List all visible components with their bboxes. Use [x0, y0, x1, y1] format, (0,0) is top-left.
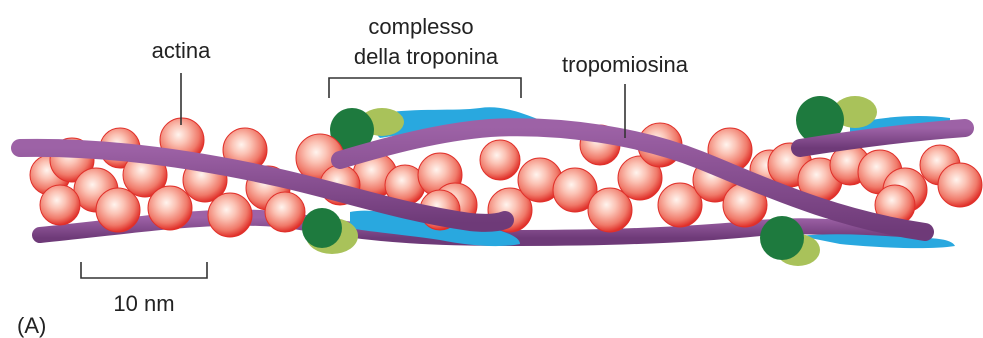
actin-monomer	[96, 188, 140, 232]
label-tropomiosina: tropomiosina	[562, 52, 689, 77]
actin-monomer	[480, 140, 520, 180]
label-actina: actina	[152, 38, 211, 63]
label-scale: 10 nm	[113, 291, 174, 316]
scale-bar	[81, 262, 207, 278]
troponin-bracket	[329, 78, 521, 98]
actin-monomer	[265, 192, 305, 232]
actin-monomer	[938, 163, 982, 207]
label-complesso-line2: della troponina	[354, 44, 499, 69]
label-panel: (A)	[17, 313, 46, 338]
actin-monomer	[40, 185, 80, 225]
actin-monomer	[148, 186, 192, 230]
label-complesso-line1: complesso	[368, 14, 473, 39]
actin-monomer	[208, 193, 252, 237]
